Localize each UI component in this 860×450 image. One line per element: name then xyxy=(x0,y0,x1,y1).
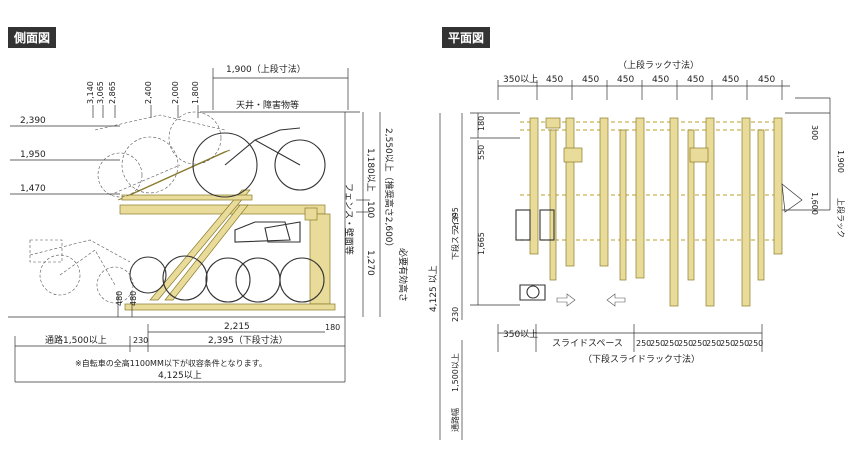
plan-aisle-width: 1,500以上 xyxy=(451,353,460,392)
plan-left-550: 550 xyxy=(477,145,486,160)
plan-slide-arrows xyxy=(556,293,626,307)
side-dim-480b: 480 xyxy=(129,291,138,306)
side-vert-leaders xyxy=(92,105,199,118)
side-height-label: 3,140 xyxy=(86,81,95,104)
side-lower-dim: 2,395（下段寸法） xyxy=(208,334,288,346)
side-dim-480a: 480 xyxy=(115,291,124,306)
side-left-height: 1,470 xyxy=(20,184,46,194)
side-dim-2215: 2,215 xyxy=(224,322,250,332)
side-left-height: 2,390 xyxy=(20,116,46,126)
side-note: ※自転車の全高1100MM以下が収容条件となります。 xyxy=(75,358,267,368)
side-right-dim: 100 xyxy=(365,201,375,218)
side-height-label: 2,400 xyxy=(144,81,153,104)
side-left-height: 1,950 xyxy=(20,150,46,160)
plan-view: （上段ラック寸法） 350以上 450 450 450 450 450 450 … xyxy=(428,59,846,440)
side-right-dim: 1,270 xyxy=(365,250,375,276)
plan-top-spacing: 450 xyxy=(652,75,669,85)
plan-right-1900: 1,900 xyxy=(836,150,845,173)
side-top-dim: 1,900（上段寸法） xyxy=(226,63,306,75)
side-child-bike-outline xyxy=(29,239,134,304)
plan-bottom-spacing: 250 xyxy=(720,339,735,348)
plan-total-vert: 4,125 以上 xyxy=(428,265,439,312)
side-rack-structure xyxy=(117,149,336,311)
plan-bottom-spacing: 250 xyxy=(636,339,651,348)
plan-bottom-spacing: 250 xyxy=(748,339,763,348)
plan-bottom-spacing: 250 xyxy=(706,339,721,348)
side-aisle: 通路1,500以上 xyxy=(45,334,107,346)
plan-left-slide: 下段スライド xyxy=(450,212,460,260)
plan-left-2395: 2,395 xyxy=(451,207,460,230)
plan-top-ticks xyxy=(497,80,783,100)
plan-top-spacing: 450 xyxy=(687,75,704,85)
plan-aisle-label: 通路幅 xyxy=(450,408,460,432)
side-height-label: 1,800 xyxy=(191,81,200,104)
plan-lower-dim: （下段スライドラック寸法） xyxy=(583,353,700,365)
plan-top-spacing: 450 xyxy=(617,75,634,85)
side-height-label: 3,065 xyxy=(96,81,105,104)
plan-bottom-spacing: 250 xyxy=(650,339,665,348)
plan-bottom-spacing: 250 xyxy=(692,339,707,348)
plan-rack-lanes xyxy=(515,117,783,307)
side-lower-bikes xyxy=(129,221,325,303)
side-upper-bikes xyxy=(94,111,326,198)
plan-top-spacing: 450 xyxy=(758,75,775,85)
side-ceiling-label: 天井・障害物等 xyxy=(236,99,299,111)
side-clearance-label: 必要有効高さ xyxy=(397,248,409,302)
plan-top-spacing: 450 xyxy=(722,75,739,85)
side-right-dim: 1,180以上 xyxy=(365,148,376,192)
plan-view-title: 平面図 xyxy=(442,27,491,48)
plan-right-1600: 1,600 xyxy=(810,192,819,215)
plan-dim-350: 350以上 xyxy=(503,329,538,340)
plan-bottom-spacing: 250 xyxy=(734,339,749,348)
plan-top-spacing: 450 xyxy=(546,75,563,85)
side-dim-230: 230 xyxy=(133,336,148,345)
plan-left-1665: 1,665 xyxy=(477,232,486,255)
side-height-label: 2,000 xyxy=(171,81,180,104)
plan-top-spacing: 350以上 xyxy=(503,74,538,85)
plan-right-upper: 上段ラック xyxy=(836,198,846,238)
plan-bottom-spacing: 250 xyxy=(664,339,679,348)
plan-dim-230: 230 xyxy=(451,307,460,322)
side-dim-180: 180 xyxy=(325,323,340,332)
plan-left-180: 180 xyxy=(477,116,486,131)
side-fence-label: フェンス・壁面等 xyxy=(343,183,355,255)
plan-slide-space: スライドスペース xyxy=(552,338,623,349)
side-height-label: 2,865 xyxy=(108,81,117,104)
plan-top-dim: （上段ラック寸法） xyxy=(618,59,699,71)
plan-right-300: 300 xyxy=(810,125,819,140)
plan-bottom-spacing: 250 xyxy=(678,339,693,348)
side-view-title: 側面図 xyxy=(8,27,57,48)
side-total: 4,125以上 xyxy=(158,370,202,381)
plan-top-spacing: 450 xyxy=(582,75,599,85)
side-view: 1,900（上段寸法） 3,140 3,065 2,865 2,400 2,00… xyxy=(8,63,409,383)
side-clearance: 2,550以上（推奨高さ2,600） xyxy=(383,128,395,252)
